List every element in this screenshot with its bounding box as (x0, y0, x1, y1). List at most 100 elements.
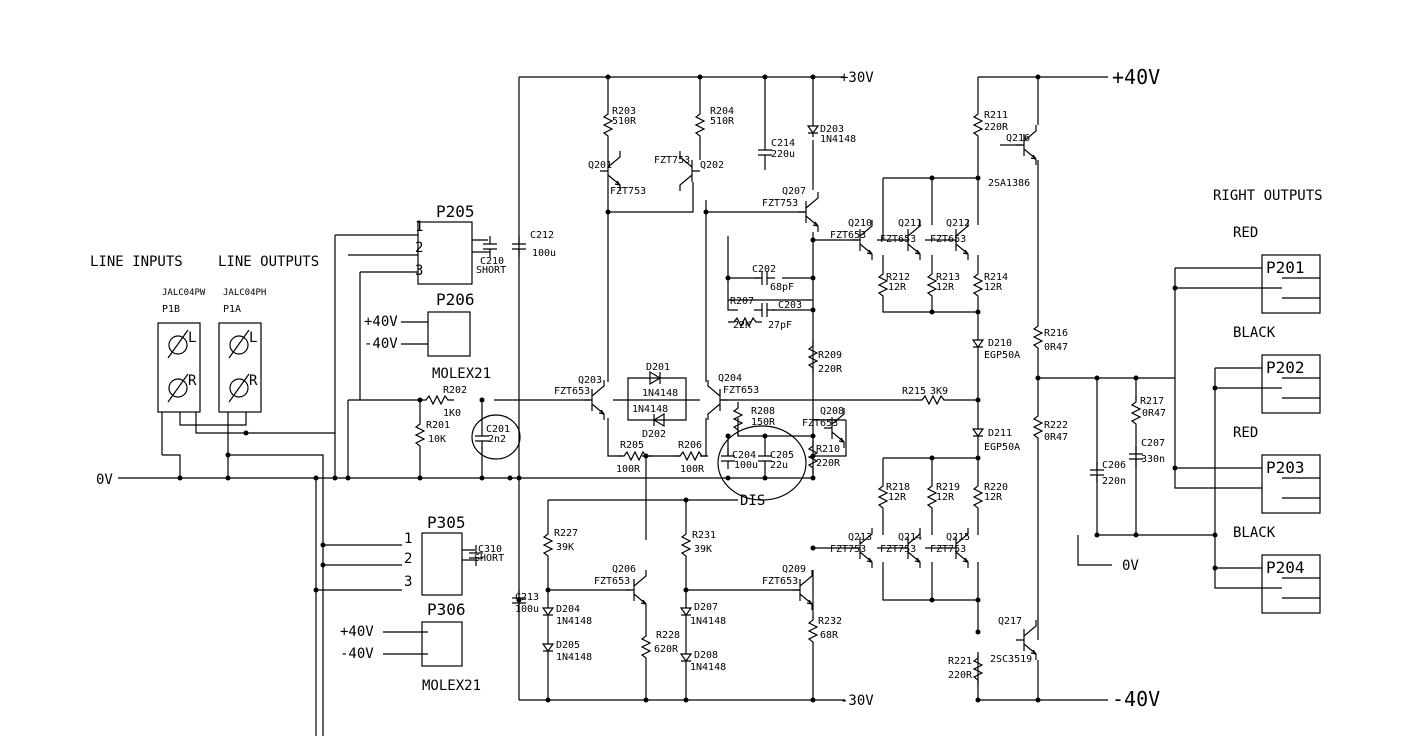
p204-label: P204 (1266, 558, 1305, 577)
junction-dots (177, 74, 1218, 703)
q215-value: FZT753 (930, 544, 966, 555)
r212-value: 12R (888, 282, 907, 293)
wiring (118, 76, 1282, 736)
c214-label: C214 (771, 138, 795, 149)
c206-label: C206 (1102, 460, 1126, 471)
r217-value: 0R47 (1142, 408, 1166, 419)
c210-value: SHORT (476, 265, 506, 276)
d205-label: D205 (556, 640, 580, 651)
p205-pin2: 2 (415, 240, 423, 256)
r204-value: 510R (710, 116, 735, 127)
r212-label: R212 (886, 272, 910, 283)
c212-value: 100u (532, 248, 556, 259)
r221-value: 220R (948, 670, 973, 681)
r201-value: 10K (428, 434, 446, 445)
p1a-label: P1A (223, 304, 241, 315)
rail-minus40-label: -40V (1112, 687, 1160, 711)
red-label-1: RED (1233, 225, 1258, 241)
p305-pin3: 3 (404, 574, 412, 590)
q213-value: FZT753 (830, 544, 866, 555)
c212-label: C212 (530, 230, 554, 241)
p201-label: P201 (1266, 258, 1305, 277)
p306-label: P306 (427, 600, 466, 619)
p205-pin3: 3 (415, 263, 423, 279)
r228-label: R228 (656, 630, 680, 641)
q206-value: FZT653 (594, 576, 630, 587)
r207-label: R207 (730, 296, 754, 307)
r218-label: R218 (886, 482, 910, 493)
c202-label: C202 (752, 264, 776, 275)
p305-pin1: 1 (404, 531, 412, 547)
d207-label: D207 (694, 602, 718, 613)
r211-label: R211 (984, 110, 1008, 121)
c203-label: C203 (778, 300, 802, 311)
r215-value: 3K9 (930, 386, 948, 397)
r216-label: R216 (1044, 328, 1068, 339)
r228-value: 620R (654, 644, 679, 655)
q206-label: Q206 (612, 564, 636, 575)
q209-label: Q209 (782, 564, 806, 575)
r227-label: R227 (554, 528, 578, 539)
d204-value: 1N4148 (556, 616, 592, 627)
p305-label: P305 (427, 513, 466, 532)
d201-label: D201 (646, 362, 670, 373)
r227-value: 39K (556, 542, 574, 553)
r202-label: R202 (443, 385, 467, 396)
r222-value: 0R47 (1044, 432, 1068, 443)
c213-value: 100u (515, 604, 539, 615)
c214-value: 220u (771, 149, 795, 160)
q208-label: Q208 (820, 406, 844, 417)
r231-label: R231 (692, 530, 716, 541)
r208-value: 150R (751, 417, 776, 428)
c201-label: C201 (486, 424, 510, 435)
r217-label: R217 (1140, 396, 1164, 407)
c207-value: 330n (1141, 454, 1165, 465)
jack-l-label: L (188, 330, 196, 346)
r216-value: 0R47 (1044, 342, 1068, 353)
q210-value: FZT653 (830, 230, 866, 241)
q217-value: 2SC3519 (990, 654, 1032, 665)
q204-value: FZT653 (723, 385, 759, 396)
d205-value: 1N4148 (556, 652, 592, 663)
r203-label: R203 (612, 106, 636, 117)
d211-value: EGP50A (984, 442, 1020, 453)
q202-label: Q202 (700, 160, 724, 171)
r219-label: R219 (936, 482, 960, 493)
r214-value: 12R (984, 282, 1003, 293)
c205-label: C205 (770, 450, 794, 461)
rail-minus30-label: -30V (840, 693, 874, 709)
d203-value: 1N4148 (820, 134, 856, 145)
d202-label: D202 (642, 429, 666, 440)
r215-label: R215 (902, 386, 926, 397)
q214-label: Q214 (898, 532, 922, 543)
c206-value: 220n (1102, 476, 1126, 487)
c310-label: C310 (478, 544, 502, 555)
r232-value: 68R (820, 630, 839, 641)
component-symbols (157, 107, 1321, 687)
q216-value: 2SA1386 (988, 178, 1030, 189)
r207-value: 22K (733, 320, 751, 331)
black-label-1: BLACK (1233, 325, 1276, 341)
red-label-2: RED (1233, 425, 1258, 441)
c213-label: C213 (515, 592, 539, 603)
r220-label: R220 (984, 482, 1008, 493)
rail-plus40-label: +40V (1112, 65, 1160, 89)
r214-label: R214 (984, 272, 1008, 283)
r201-label: R201 (426, 420, 450, 431)
c201-value: 2n2 (488, 434, 506, 445)
q212-value: FZT653 (930, 234, 966, 245)
r222-label: R222 (1044, 420, 1068, 431)
jack-l-label-2: L (249, 330, 257, 346)
r209-value: 220R (818, 364, 843, 375)
p206-plus40: +40V (364, 314, 398, 330)
c204-label: C204 (732, 450, 756, 461)
q212-label: Q212 (946, 218, 970, 229)
p205-pin1: 1 (415, 219, 423, 235)
labels: +30V -30V +40V -40V 0V 0V DIS LINE INPUT… (90, 65, 1323, 711)
p305-pin2: 2 (404, 551, 412, 567)
molex-label-b: MOLEX21 (422, 678, 481, 694)
r206-label: R206 (678, 440, 702, 451)
r210-value: 220R (816, 458, 841, 469)
d208-value: 1N4148 (690, 662, 726, 673)
rail-plus30-label: +30V (840, 70, 874, 86)
